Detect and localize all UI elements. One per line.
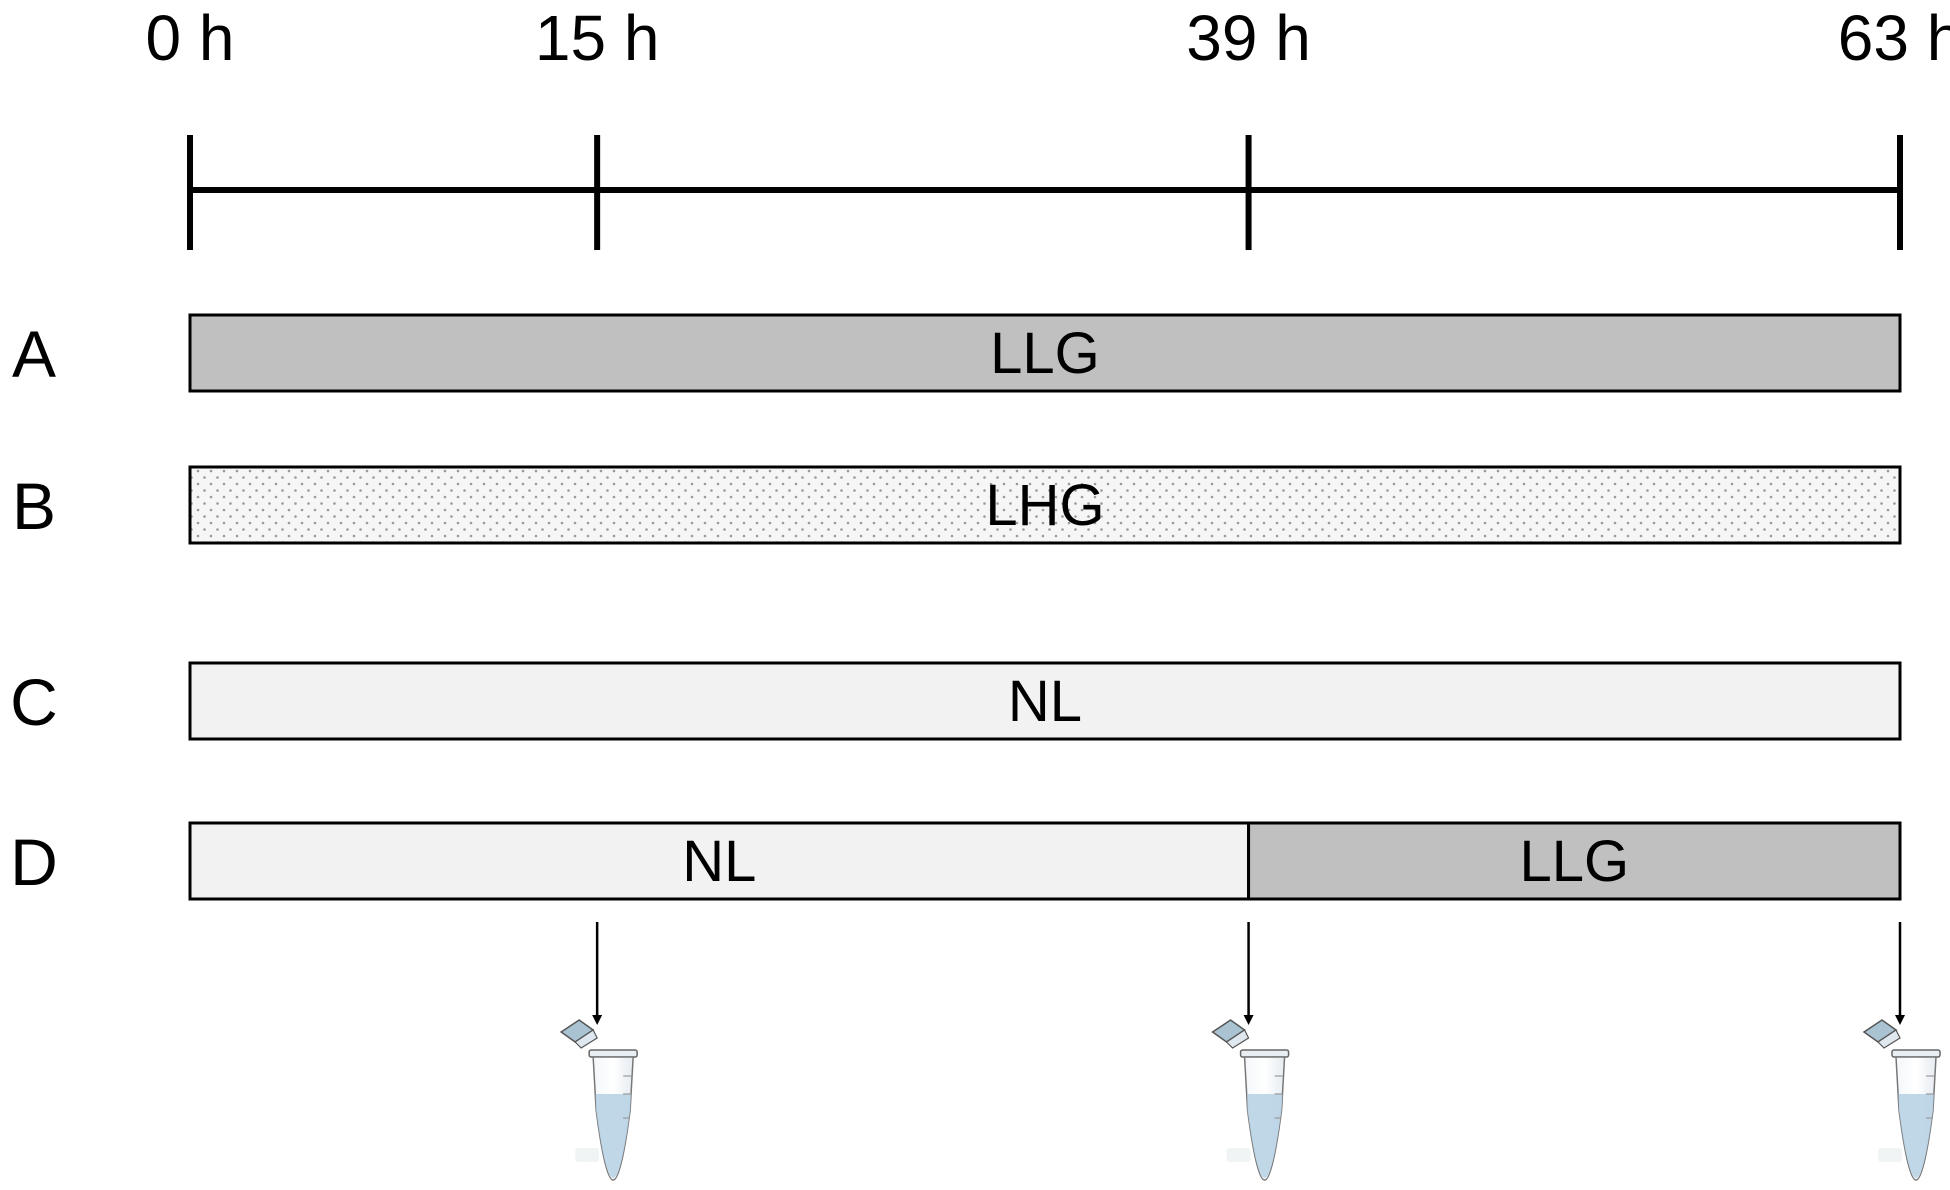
condition-label: LHG <box>985 473 1104 538</box>
condition-row-b: B LHG <box>12 465 1902 545</box>
row-label: C <box>10 665 58 739</box>
microcentrifuge-tube-icon <box>1862 1019 1941 1181</box>
condition-label: NL <box>682 829 756 894</box>
timeline-tick-label: 15 h <box>535 2 660 74</box>
condition-row-c: C NL <box>10 661 1902 741</box>
condition-label: LLG <box>990 321 1100 386</box>
row-label: B <box>12 469 56 543</box>
condition-label: NL <box>1008 669 1082 734</box>
microcentrifuge-tube-icon <box>1211 1019 1290 1181</box>
sampling-point <box>559 922 638 1181</box>
timeline-tick-label: 63 h <box>1838 2 1950 74</box>
condition-label: LLG <box>1519 829 1629 894</box>
microcentrifuge-tube-icon <box>559 1019 638 1181</box>
condition-row-a: A LLG <box>12 313 1902 393</box>
row-label: D <box>10 825 58 899</box>
timeline-axis: 0 h 15 h 39 h 63 h <box>146 2 1950 250</box>
row-label: A <box>12 317 56 391</box>
condition-bar-segment <box>188 661 1902 741</box>
timeline-tick-label: 39 h <box>1186 2 1311 74</box>
condition-rows: A LLG B LHG C NL D NL LLG <box>10 313 1902 901</box>
sampling-point <box>1862 922 1941 1181</box>
condition-bar-segment <box>188 313 1902 393</box>
condition-bar-segment <box>1247 821 1902 901</box>
condition-row-d: D NL LLG <box>10 821 1902 901</box>
timeline-tick-label: 0 h <box>146 2 235 74</box>
sampling-points <box>559 922 1941 1181</box>
sampling-point <box>1211 922 1290 1181</box>
condition-bar-segment <box>188 465 1902 545</box>
